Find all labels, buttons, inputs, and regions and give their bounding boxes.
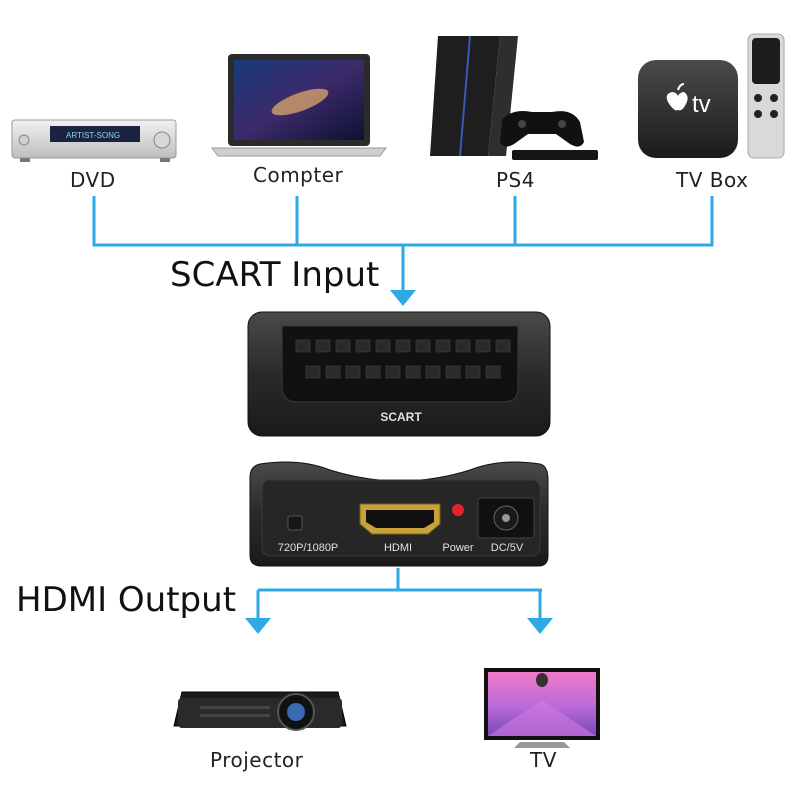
- hdmi-adapter-icon: 720P/1080P HDMI Power DC/5V: [249, 461, 549, 567]
- ps4-console-icon: [430, 35, 598, 160]
- power-label: Power: [442, 542, 474, 554]
- resolution-switch-icon: [287, 515, 303, 531]
- input-connector-lines: [92, 196, 714, 292]
- scart-input-heading: SCART Input: [170, 255, 380, 295]
- power-led-icon: [452, 504, 464, 516]
- tvbox-label: TV Box: [676, 168, 749, 192]
- tv-icon: [484, 668, 600, 748]
- projector-label: Projector: [210, 748, 304, 772]
- tv-arrow-icon: [527, 618, 553, 634]
- scart-adapter-icon: SCART: [247, 311, 551, 437]
- hdmi-port-label: HDMI: [384, 542, 412, 554]
- dvd-player-icon: ARTIST-SONG: [11, 119, 177, 162]
- ps4-controller-icon: [500, 111, 584, 147]
- svg-text:tv: tv: [692, 91, 711, 118]
- projector-arrow-icon: [245, 618, 271, 634]
- svg-text:ARTIST-SONG: ARTIST-SONG: [66, 131, 120, 140]
- input-arrow-icon: [390, 290, 416, 306]
- computer-label: Compter: [253, 163, 344, 187]
- tv-label: TV: [530, 748, 557, 772]
- switch-label: 720P/1080P: [278, 542, 339, 554]
- tv-box-icon: tv: [638, 60, 738, 158]
- output-connector-lines: [256, 568, 542, 622]
- laptop-icon: [211, 54, 387, 157]
- tv-remote-icon: [747, 33, 785, 159]
- scart-port-label: SCART: [380, 410, 422, 424]
- dvd-label: DVD: [70, 168, 116, 192]
- projector-icon: [173, 691, 347, 731]
- dc-label: DC/5V: [491, 542, 524, 554]
- hdmi-output-heading: HDMI Output: [16, 580, 237, 620]
- ps4-label: PS4: [496, 168, 535, 192]
